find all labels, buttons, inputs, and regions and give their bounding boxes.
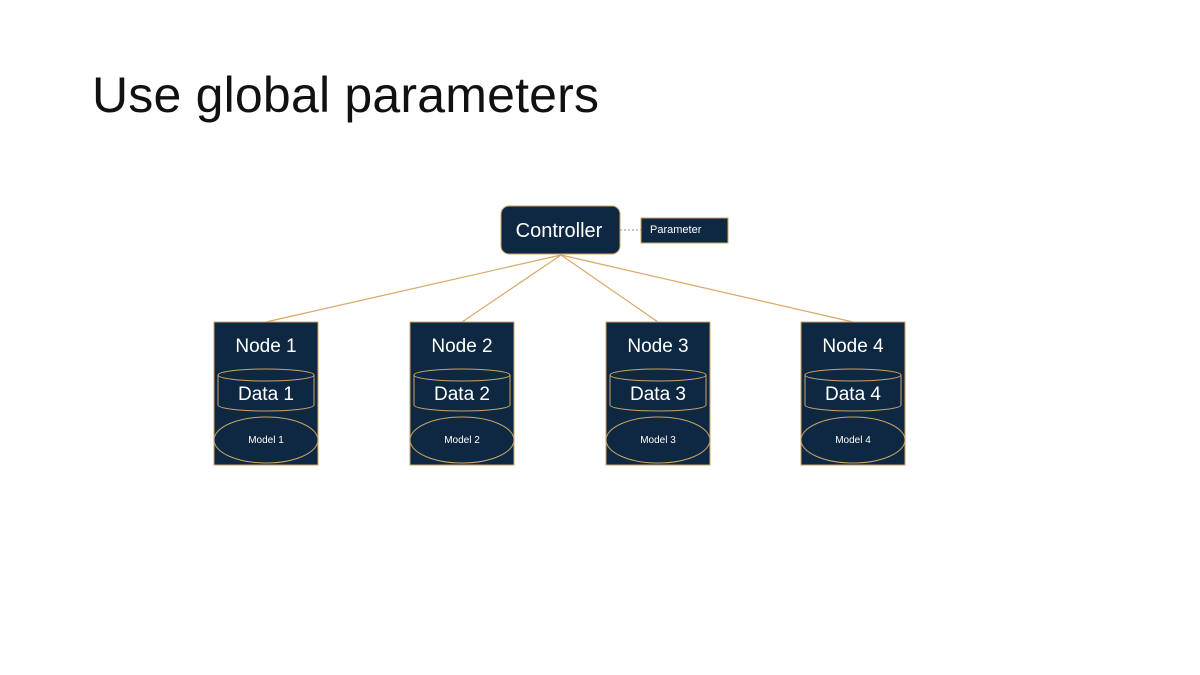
node-1-model-ellipse — [213, 416, 319, 464]
node-3-model-ellipse — [605, 416, 711, 464]
node-4-model-label: Model 4 — [835, 435, 871, 446]
node-4-label: Node 4 — [822, 336, 884, 357]
parameter-box: Parameter — [640, 217, 729, 244]
node-4-database-icon — [804, 368, 902, 412]
node-2-label: Node 2 — [431, 336, 492, 357]
node-4: Node 4 Data 4 Model 4 — [800, 321, 906, 466]
controller-label: Controller — [516, 220, 603, 242]
connector-node-3 — [560, 254, 659, 323]
node-3-data-label: Data 3 — [630, 384, 686, 405]
controller-box: Controller — [500, 205, 621, 255]
connector-node-4 — [560, 254, 854, 323]
node-1-database-icon — [217, 368, 315, 412]
node-3: Node 3 Data 3 Model 3 — [605, 321, 711, 466]
node-2: Node 2 Data 2 Model 2 — [409, 321, 515, 466]
node-1-data-label: Data 1 — [238, 384, 294, 405]
node-1-model-label: Model 1 — [248, 435, 284, 446]
node-2-database-icon — [413, 368, 511, 412]
node-3-model-label: Model 3 — [640, 435, 676, 446]
node-2-model-label: Model 2 — [444, 435, 480, 446]
node-4-model-ellipse — [800, 416, 906, 464]
connector-node-2 — [461, 254, 562, 323]
parameter-label: Parameter — [650, 224, 702, 236]
node-2-data-label: Data 2 — [434, 384, 490, 405]
node-1: Node 1 Data 1 Model 1 — [213, 321, 319, 466]
node-3-database-icon — [609, 368, 707, 412]
connector-lines — [265, 254, 854, 323]
node-3-label: Node 3 — [627, 336, 688, 357]
node-4-data-label: Data 4 — [825, 384, 881, 405]
node-2-model-ellipse — [409, 416, 515, 464]
node-1-label: Node 1 — [235, 336, 296, 357]
connector-node-1 — [265, 254, 562, 323]
slide-title: Use global parameters — [92, 67, 600, 123]
